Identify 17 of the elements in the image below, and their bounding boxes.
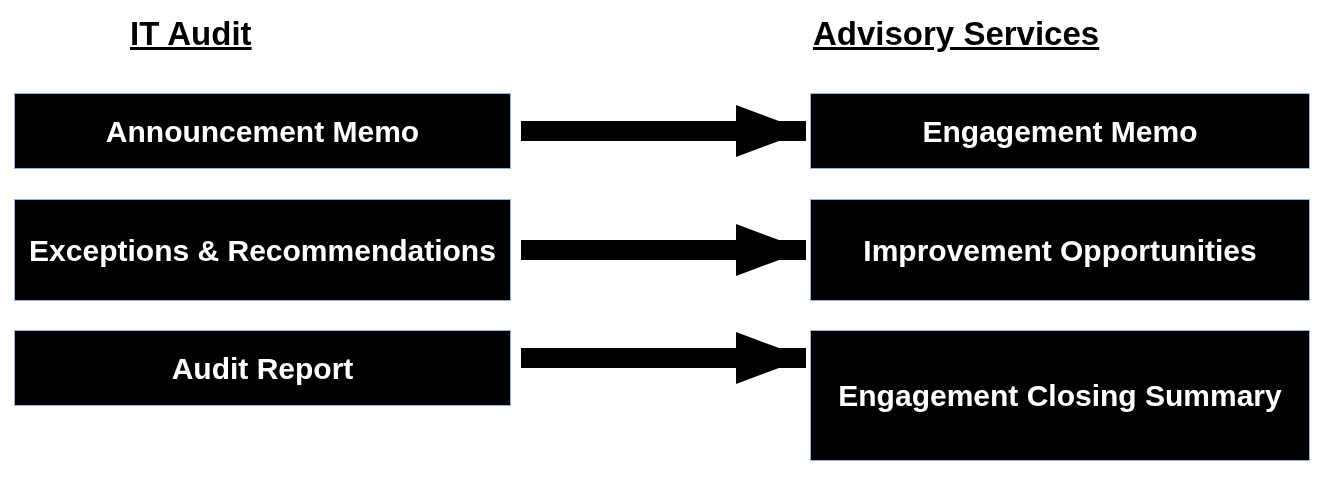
block-arrow [521,224,806,276]
process-box [810,330,1310,461]
process-box [14,330,511,406]
box-label: Engagement Closing Summary [838,378,1282,414]
box-label: Improvement Opportunities [863,232,1257,269]
column-heading: IT Audit [130,15,252,53]
box-label: Engagement Memo [922,113,1198,150]
column-heading: Advisory Services [813,15,1100,53]
block-arrow [521,332,806,384]
block-arrow [521,105,806,157]
box-label: Announcement Memo [105,113,420,150]
process-box [810,199,1310,301]
box-label: Audit Report [171,350,354,387]
process-box [810,93,1310,169]
process-box [14,93,511,169]
box-label: Exceptions & Recommendations [29,232,496,269]
process-box [14,199,511,301]
